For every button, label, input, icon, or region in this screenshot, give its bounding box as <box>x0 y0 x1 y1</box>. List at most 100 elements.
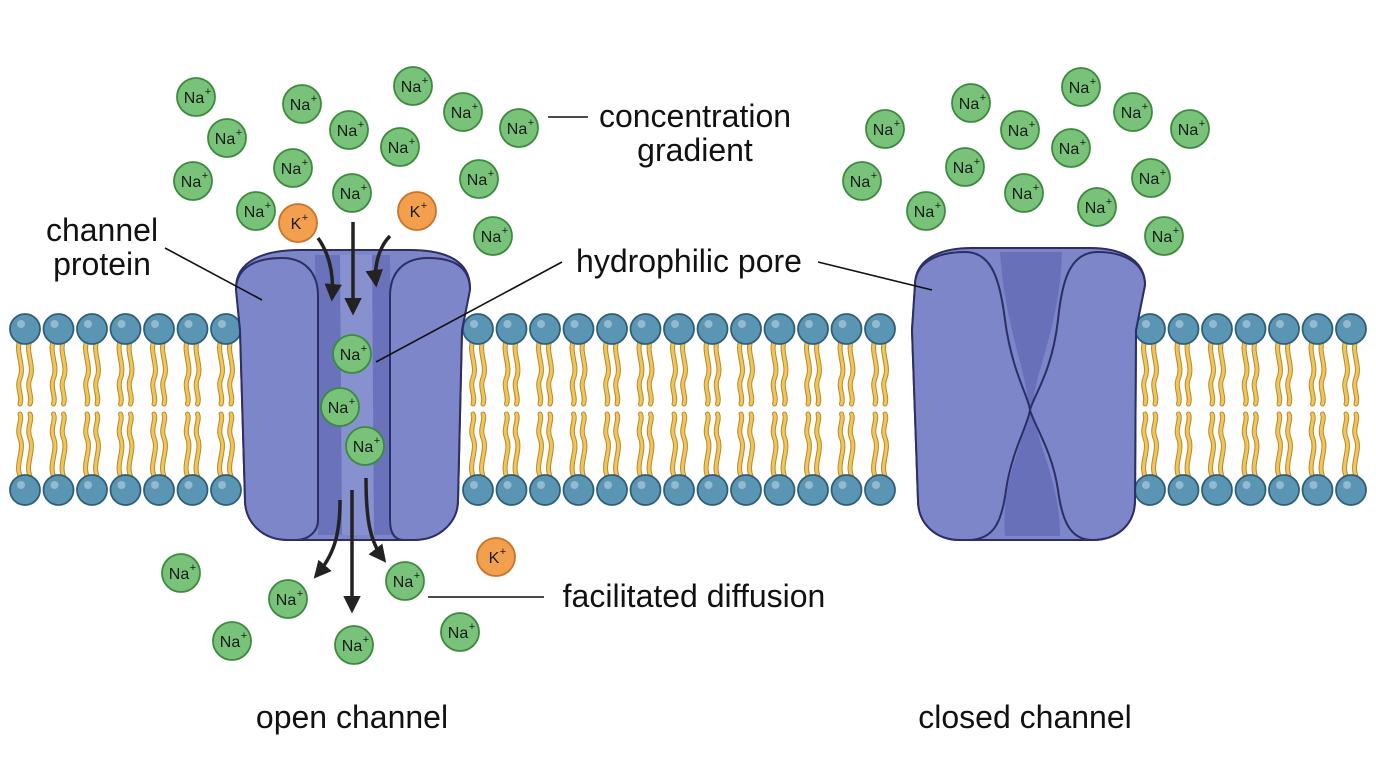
lipid-head-shine <box>570 320 579 328</box>
lipid-tail <box>1286 412 1292 478</box>
ion-charge: + <box>421 200 427 212</box>
lipid-head-lower <box>176 474 209 506</box>
sodium-ion: Na+ <box>1113 92 1153 132</box>
phospholipid <box>1201 313 1233 506</box>
ion-charge: + <box>1142 101 1148 113</box>
ion-charge: + <box>297 588 303 600</box>
lipid-head-shine <box>1343 481 1351 489</box>
sodium-ion-symbol: Na <box>388 140 409 157</box>
lipid-head-upper <box>730 313 762 345</box>
lipid-head-shine <box>1276 320 1284 328</box>
sodium-ion-circle <box>329 110 369 150</box>
lipid-head-upper <box>9 313 41 345</box>
lipid-tail <box>50 412 57 478</box>
lipid-tail <box>872 338 878 406</box>
label-channel-line2: protein <box>53 246 151 282</box>
lipid-tail <box>1152 338 1158 406</box>
lipid-head-shine <box>771 481 780 489</box>
phospholipid <box>663 313 695 506</box>
sodium-ion-symbol: Na <box>1121 105 1142 122</box>
lipid-head-shine <box>218 320 226 328</box>
lipid-head-shine <box>604 320 612 328</box>
lipid-head-shine <box>1242 481 1251 489</box>
lipid-tail <box>1209 338 1215 406</box>
lipid-tail <box>537 412 543 478</box>
lipid-head-upper <box>210 313 242 345</box>
lipid-tail <box>580 338 587 406</box>
lipid-head-shine <box>503 320 512 328</box>
lipid-head-lower <box>1268 474 1300 506</box>
open-channel-left-lobe <box>234 256 319 541</box>
lipid-tail <box>771 412 778 478</box>
lipid-tail <box>570 338 577 406</box>
lipid-tail <box>513 338 520 406</box>
lipid-head-lower <box>730 474 762 506</box>
sodium-ion-symbol: Na <box>340 186 361 203</box>
lipid-head-upper <box>830 313 863 345</box>
lipid-head-shine <box>218 481 226 489</box>
lipid-tail <box>513 412 520 478</box>
sodium-ion-symbol: Na <box>337 123 358 140</box>
lipid-tail <box>771 338 778 406</box>
phospholipid <box>562 313 595 506</box>
lipid-tail <box>604 338 610 406</box>
phospholipid <box>1301 313 1334 506</box>
phospholipid <box>696 313 729 506</box>
phospholipid <box>76 313 108 506</box>
lipid-tail <box>50 338 57 406</box>
lipid-tail <box>838 338 845 406</box>
phospholipid <box>797 313 829 506</box>
lipid-tail <box>218 412 224 478</box>
lipid-head-lower <box>797 474 829 506</box>
lipid-tail <box>848 338 855 406</box>
lipid-head-shine <box>151 481 159 489</box>
phospholipid <box>1335 313 1367 506</box>
ion-charge: + <box>1160 167 1166 179</box>
lipid-tail <box>184 338 191 406</box>
lipid-tail <box>228 338 234 406</box>
lipid-tail <box>480 412 486 478</box>
phospholipid <box>1134 313 1166 506</box>
lipid-tail <box>1142 412 1148 478</box>
potassium-ion-symbol: K <box>410 204 421 221</box>
sodium-ion: Na+ <box>345 426 385 466</box>
lipid-head-shine <box>704 481 713 489</box>
lipid-head-shine <box>1343 320 1351 328</box>
sodium-ion-circle <box>268 579 308 619</box>
potassium-ion-circle <box>397 191 437 231</box>
ion-charge: + <box>980 92 986 104</box>
lipid-tail <box>614 412 620 478</box>
lipid-head-shine <box>838 320 847 328</box>
potassium-ion: K+ <box>476 537 516 577</box>
lipid-tail <box>127 338 134 406</box>
ion-charge: + <box>528 117 534 129</box>
sodium-ion-circle <box>1144 216 1184 256</box>
ion-charge: + <box>1106 196 1112 208</box>
sodium-ion-circle <box>1131 158 1171 198</box>
lipid-tail <box>1286 338 1292 406</box>
lipid-tail <box>838 412 845 478</box>
lipid-head-lower <box>562 474 595 506</box>
lipid-tail <box>781 338 788 406</box>
sodium-ion-symbol: Na <box>328 400 349 417</box>
lipid-head-lower <box>1301 474 1334 506</box>
sodium-ion-symbol: Na <box>1152 229 1173 246</box>
ion-charge: + <box>349 396 355 408</box>
sodium-ion-symbol: Na <box>276 592 297 609</box>
lipid-head-shine <box>1209 320 1217 328</box>
lipid-tail <box>1185 338 1192 406</box>
lipid-tail <box>1175 412 1182 478</box>
sodium-ion: Na+ <box>380 127 420 167</box>
lipid-head-shine <box>1142 320 1150 328</box>
lipid-tail <box>604 412 610 478</box>
sodium-ion-symbol: Na <box>959 96 980 113</box>
sodium-ion: Na+ <box>236 191 276 231</box>
arrow-na-exit-left <box>313 499 342 579</box>
ion-charge: + <box>1199 118 1205 130</box>
sodium-ion: Na+ <box>173 161 213 201</box>
lipid-tail <box>547 412 553 478</box>
sodium-ion-circle <box>332 173 372 213</box>
lipid-tail <box>738 412 744 478</box>
sodium-ion-circle <box>1061 67 1101 107</box>
lipid-head-shine <box>1309 481 1318 489</box>
